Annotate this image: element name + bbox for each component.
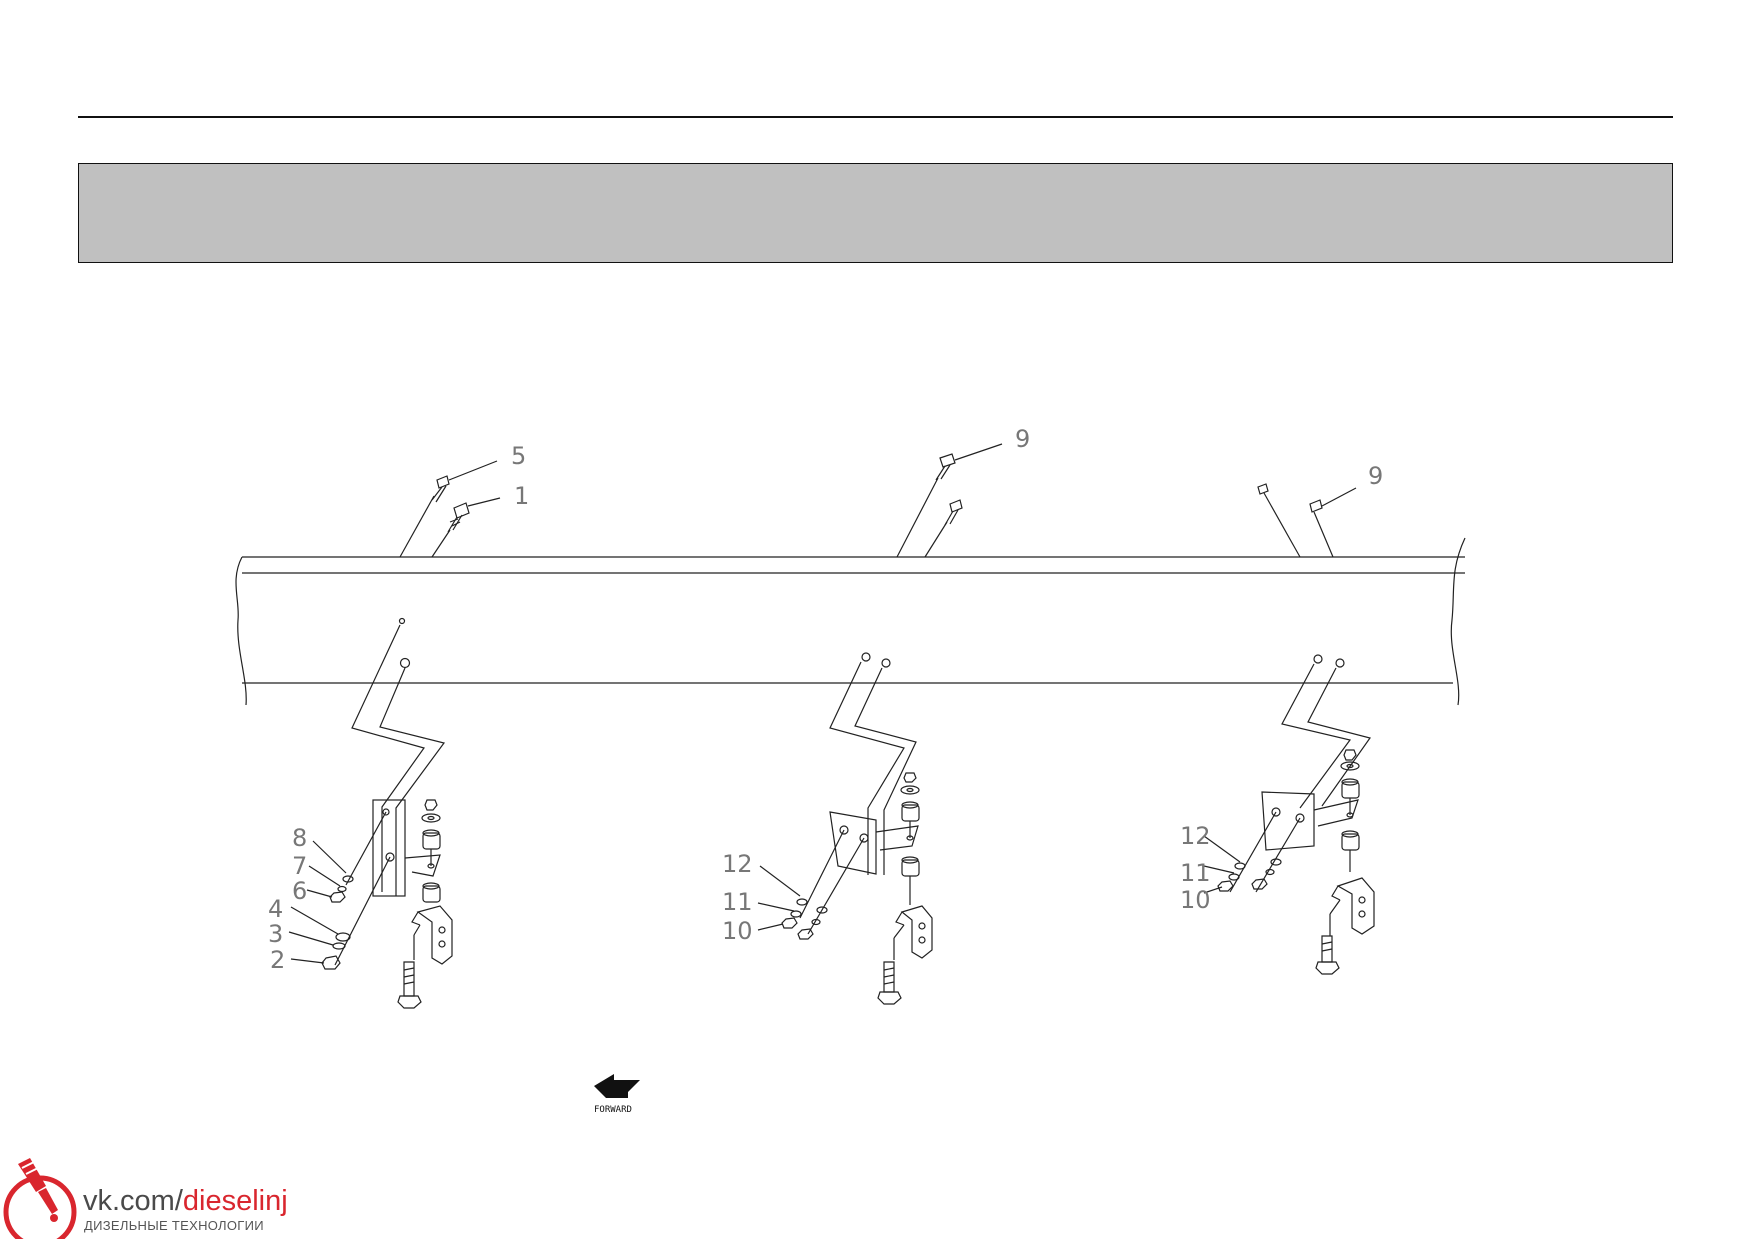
watermark-logo bbox=[3, 1158, 77, 1239]
bolt-9-center bbox=[935, 453, 956, 481]
callout-11-right: 11 bbox=[1180, 859, 1211, 887]
watermark-url-accent: dieselinj bbox=[182, 1185, 288, 1217]
callout-12-right: 12 bbox=[1180, 822, 1211, 850]
callout-10-right: 10 bbox=[1180, 886, 1211, 914]
callout-11-center: 11 bbox=[722, 888, 753, 916]
watermark-url-prefix: vk.com/ bbox=[83, 1185, 183, 1217]
callouts-left: 5 1 8 7 6 4 3 2 bbox=[268, 442, 529, 974]
callout-2: 2 bbox=[270, 946, 285, 974]
callout-8: 8 bbox=[292, 824, 307, 852]
callout-3: 3 bbox=[268, 920, 283, 948]
callout-5: 5 bbox=[511, 442, 526, 470]
title-band bbox=[78, 163, 1673, 263]
header-rule bbox=[78, 116, 1673, 118]
callout-6: 6 bbox=[292, 877, 307, 905]
callout-10-center: 10 bbox=[722, 917, 753, 945]
bolt-1 bbox=[447, 502, 470, 533]
forward-arrow-icon bbox=[594, 1074, 640, 1098]
callout-7: 7 bbox=[292, 852, 307, 880]
bracket-assembly-right bbox=[1203, 483, 1375, 975]
callouts-center: 9 12 11 10 bbox=[722, 425, 1030, 945]
bolt-5 bbox=[431, 475, 450, 503]
forward-label: FORWARD bbox=[594, 1105, 632, 1115]
watermark-subtitle: ДИЗЕЛЬНЫЕ ТЕХНОЛОГИИ bbox=[84, 1218, 264, 1233]
callout-9-right: 9 bbox=[1368, 462, 1383, 490]
injector-logo-icon bbox=[3, 1158, 77, 1239]
forward-indicator: FORWARD bbox=[594, 1074, 640, 1115]
bolt-9-right bbox=[1309, 499, 1334, 558]
callout-1: 1 bbox=[514, 482, 529, 510]
bracket-assembly-center bbox=[757, 443, 1003, 1005]
callout-12-center: 12 bbox=[722, 850, 753, 878]
callout-4: 4 bbox=[268, 895, 283, 923]
callout-9-center: 9 bbox=[1015, 425, 1030, 453]
watermark-url: vk.com/dieselinj bbox=[83, 1185, 288, 1218]
bracket-assembly-left bbox=[288, 460, 501, 1009]
frame-rail bbox=[235, 537, 1466, 706]
callouts-right: 9 12 11 10 bbox=[1180, 462, 1383, 914]
